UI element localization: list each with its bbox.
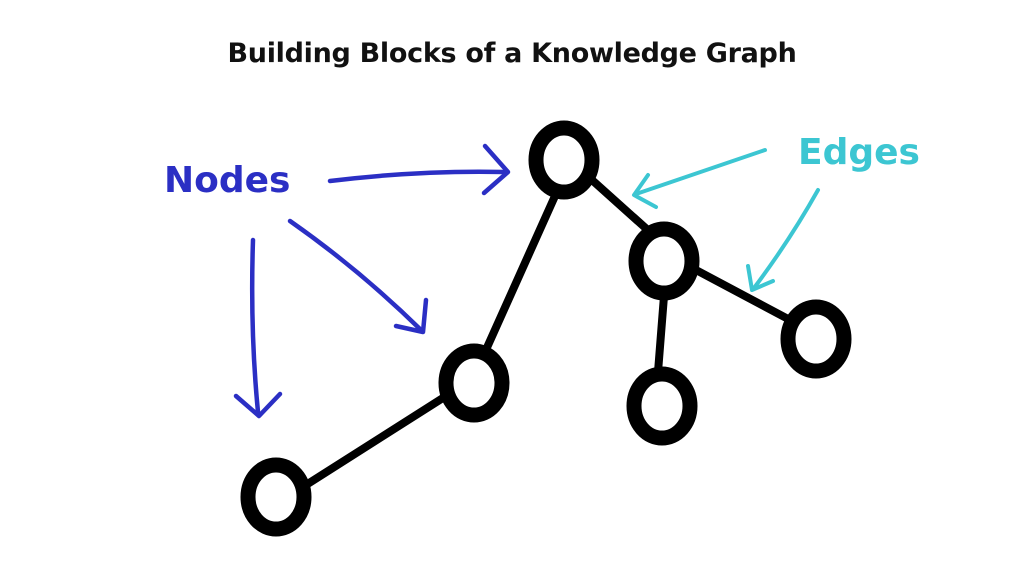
graph-node <box>438 343 510 423</box>
edge-n4-n5 <box>692 266 794 324</box>
graph-node <box>628 221 700 301</box>
edges-arrow-lower <box>752 188 820 290</box>
diagram-title: Building Blocks of a Knowledge Graph <box>227 38 797 69</box>
edges-arrow-upper <box>634 148 767 196</box>
nodes-arrow-right <box>327 169 508 184</box>
nodes-arrow-diagonal <box>287 218 424 333</box>
nodes-arrow-right-head <box>481 143 511 196</box>
edges-arrow-upper-head <box>632 173 658 209</box>
edges-label: Edges <box>798 132 920 173</box>
edges-arrow-lower-head <box>746 264 775 292</box>
edge-n1-n4 <box>588 176 654 236</box>
graph-nodes <box>240 120 852 537</box>
nodes-arrow-diagonal-head <box>393 297 429 335</box>
nodes-label: Nodes <box>164 160 290 201</box>
graph-node <box>780 299 852 379</box>
edges-arrows <box>632 148 820 292</box>
edge-n2-n3 <box>302 392 450 489</box>
nodes-arrow-down-head <box>233 391 283 419</box>
edge-n1-n2 <box>481 192 559 356</box>
nodes-arrows <box>233 143 511 419</box>
graph-node <box>528 120 600 200</box>
graph-node <box>240 457 312 537</box>
edge-n4-n6 <box>654 292 668 376</box>
graph-node <box>626 366 698 446</box>
graph-edges <box>302 176 794 489</box>
nodes-arrow-down <box>249 237 261 415</box>
